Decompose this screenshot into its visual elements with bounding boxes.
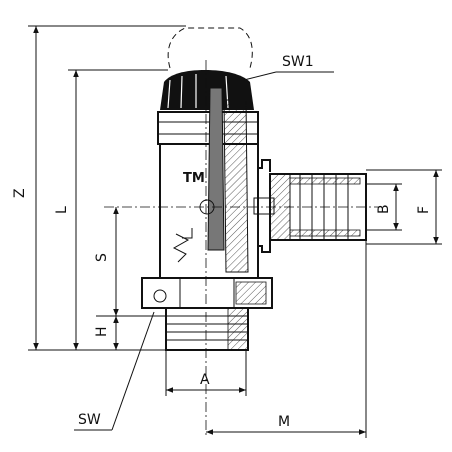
extension-lines	[28, 25, 442, 438]
dim-label-z: Z	[12, 188, 28, 198]
label-sw: SW	[78, 412, 101, 428]
dim-label-l: L	[54, 206, 70, 214]
dim-label-b: B	[376, 204, 392, 214]
center-lines	[104, 60, 378, 438]
valve-body-main: TM	[159, 87, 259, 279]
leader-sw	[111, 311, 155, 431]
dim-label-h: H	[94, 326, 110, 337]
brand-mark: TM	[183, 171, 205, 186]
label-sw1: SW1	[282, 54, 314, 70]
dim-label-a: A	[200, 372, 210, 388]
lower-hex-nut	[141, 277, 273, 309]
lower-thread	[165, 307, 249, 351]
dim-label-s: S	[94, 253, 110, 262]
dim-label-f: F	[416, 206, 432, 214]
outlet-fitting	[253, 159, 367, 253]
dim-label-m: M	[278, 414, 290, 430]
handwheel-phantom-outline	[167, 27, 253, 69]
leader-lines	[74, 71, 334, 431]
leader-sw1	[243, 71, 277, 81]
dimension-lines	[33, 26, 439, 435]
